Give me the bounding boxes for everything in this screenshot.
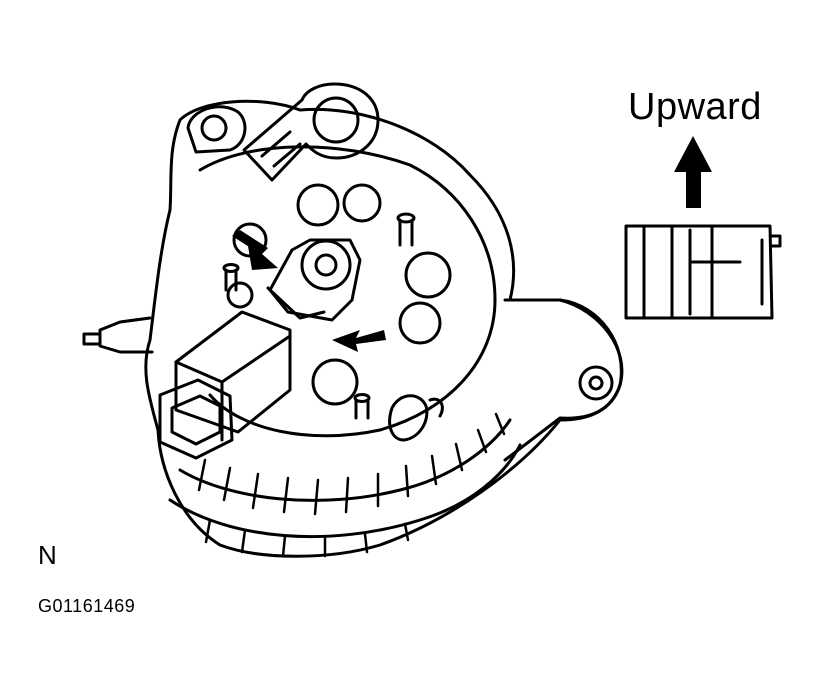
pointer-arrow [332,330,386,352]
upward-arrow [674,136,712,208]
brush-holder-connector [624,224,782,320]
view-letter: N [38,540,57,570]
pointer-arrow [232,230,278,270]
upward-label: Upward [628,86,762,128]
figure-code: G01161469 [38,596,136,616]
alternator-drawing [82,82,624,558]
